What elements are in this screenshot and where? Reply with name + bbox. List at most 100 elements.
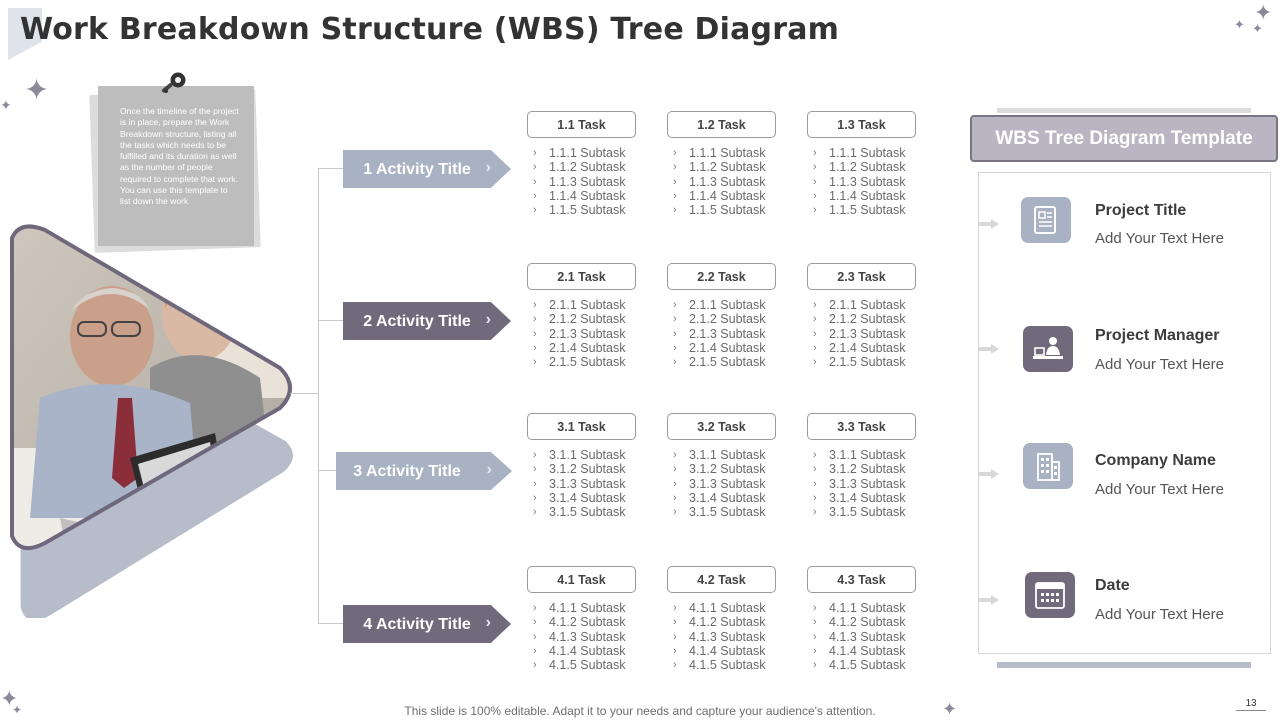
list-item: ›4.1.5 Subtask [809,658,929,672]
task-box: 3.2 Task [667,413,776,440]
subtask-list: ›1.1.1 Subtask›1.1.2 Subtask›1.1.3 Subta… [669,146,789,217]
activity-4[interactable]: 4 Activity Title › [343,605,511,643]
subtask-label: 1.1.3 Subtask [689,174,766,189]
task-box: 1.1 Task [527,111,636,138]
subtask-list: ›3.1.1 Subtask›3.1.2 Subtask›3.1.3 Subta… [529,448,649,519]
subtask-label: 3.1.5 Subtask [549,505,626,520]
chevron-bullet-icon: › [533,299,537,312]
sparkle-icon: ✦ [942,699,958,719]
tree-connector [290,393,318,394]
tree-connector [318,168,344,169]
info-title-date: Date [1095,577,1130,594]
chevron-bullet-icon: › [673,147,677,160]
chevron-bullet-icon: › [533,327,537,340]
subtask-label: 2.1.1 Subtask [689,298,766,313]
chevron-bullet-icon: › [533,175,537,188]
tree-connector [318,320,344,321]
subtask-label: 3.1.1 Subtask [829,448,906,463]
subtask-label: 2.1.5 Subtask [549,355,626,370]
subtask-label: 4.1.5 Subtask [549,658,626,673]
subtask-label: 1.1.2 Subtask [829,160,906,175]
subtask-label: 2.1.1 Subtask [549,298,626,313]
list-item: ›1.1.1 Subtask [669,146,789,160]
subtask-list: ›2.1.1 Subtask›2.1.2 Subtask›2.1.3 Subta… [529,298,649,369]
chevron-bullet-icon: › [673,356,677,369]
subtask-list: ›4.1.1 Subtask›4.1.2 Subtask›4.1.3 Subta… [809,601,929,672]
subtask-label: 1.1.3 Subtask [549,174,626,189]
building-icon [1023,443,1073,489]
task-box: 3.3 Task [807,413,916,440]
subtask-label: 3.1.4 Subtask [829,491,906,506]
list-item: ›2.1.3 Subtask [809,327,929,341]
info-text-company: Add Your Text Here [1095,481,1224,498]
list-item: ›3.1.1 Subtask [529,448,649,462]
list-item: ›3.1.1 Subtask [669,448,789,462]
list-item: ›4.1.3 Subtask [669,630,789,644]
chevron-bullet-icon: › [533,602,537,615]
info-title-manager: Project Manager [1095,327,1220,344]
list-item: ›4.1.4 Subtask [809,644,929,658]
activity-1[interactable]: 1 Activity Title › [343,150,511,188]
list-item: › 4.1.1 Subtask [809,601,929,615]
subtask-label: 2.1.2 Subtask [689,312,766,327]
list-item: ›3.1.4 Subtask [529,491,649,505]
subtask-label: 4.1.1 Subtask [689,601,766,616]
chevron-bullet-icon: › [673,659,677,672]
activity-label: 3 Activity Title [353,462,461,480]
note-text: Once the timeline of the project is in p… [120,106,239,207]
subtask-label: 2.1.5 Subtask [829,355,906,370]
list-item: › 3.1.1 Subtask [809,448,929,462]
list-item: ›4.1.1 Subtask [529,601,649,615]
panel-header: WBS Tree Diagram Template [970,115,1278,162]
list-item: ›1.1.2 Subtask [529,160,649,174]
list-item: › 2.1.1 Subtask [529,298,649,312]
chevron-bullet-icon: › [673,463,677,476]
list-item: ›2.1.3 Subtask [669,327,789,341]
subtask-label: 1.1.5 Subtask [829,203,906,218]
list-item: ›4.1.5 Subtask [669,658,789,672]
list-item: ›4.1.2 Subtask [669,615,789,629]
chevron-bullet-icon: › [813,449,817,462]
subtask-label: 4.1.1 Subtask [829,601,906,616]
tree-connector [318,623,344,624]
subtask-label: 4.1.4 Subtask [549,644,626,659]
subtask-list: ›2.1.1 Subtask›2.1.2 Subtask›2.1.3 Subta… [809,298,929,369]
list-item: ›2.1.5 Subtask [809,355,929,369]
list-item: ›3.1.3 Subtask [529,477,649,491]
chevron-bullet-icon: › [673,645,677,658]
chevron-bullet-icon: › [813,161,817,174]
task-box: 2.1 Task [527,263,636,290]
chevron-bullet-icon: › [533,161,537,174]
list-item: ›2.1.1 Subtask [809,298,929,312]
subtask-label: 2.1.2 Subtask [549,312,626,327]
chevron-bullet-icon: › [533,630,537,643]
photo-triangle [0,218,310,621]
chevron-bullet-icon: › [813,506,817,519]
chevron-bullet-icon: › [813,327,817,340]
subtask-label: 3.1.5 Subtask [689,505,766,520]
activity-2[interactable]: 2 Activity Title › [343,302,511,340]
info-text-project: Add Your Text Here [1095,230,1224,247]
subtask-list: ›1.1.1 Subtask›1.1.2 Subtask›1.1.3 Subta… [529,146,649,217]
subtask-label: 3.1.2 Subtask [689,462,766,477]
activity-label: 1 Activity Title [363,160,471,178]
activity-3[interactable]: 3 Activity Title › [336,452,512,490]
chevron-bullet-icon: › [673,477,677,490]
footer-text: This slide is 100% editable. Adapt it to… [404,704,876,718]
list-item: ›2.1.4 Subtask [669,341,789,355]
chevron-bullet-icon: › [673,616,677,629]
chevron-bullet-icon: › [533,204,537,217]
slide-title: Work Breakdown Structure (WBS) Tree Diag… [20,12,840,47]
arrow-right-icon [979,219,999,229]
chevron-bullet-icon: › [533,492,537,505]
sticky-note: Once the timeline of the project is in p… [98,86,254,246]
subtask-label: 4.1.4 Subtask [829,644,906,659]
photo-illustration [10,224,293,621]
activity-label: 4 Activity Title [363,615,471,633]
subtask-label: 3.1.1 Subtask [689,448,766,463]
list-item: ›4.1.1 Subtask [669,601,789,615]
subtask-label: 3.1.3 Subtask [689,476,766,491]
list-item: ›3.1.4 Subtask [669,491,789,505]
subtask-label: 3.1.2 Subtask [829,462,906,477]
chevron-bullet-icon: › [813,602,817,615]
